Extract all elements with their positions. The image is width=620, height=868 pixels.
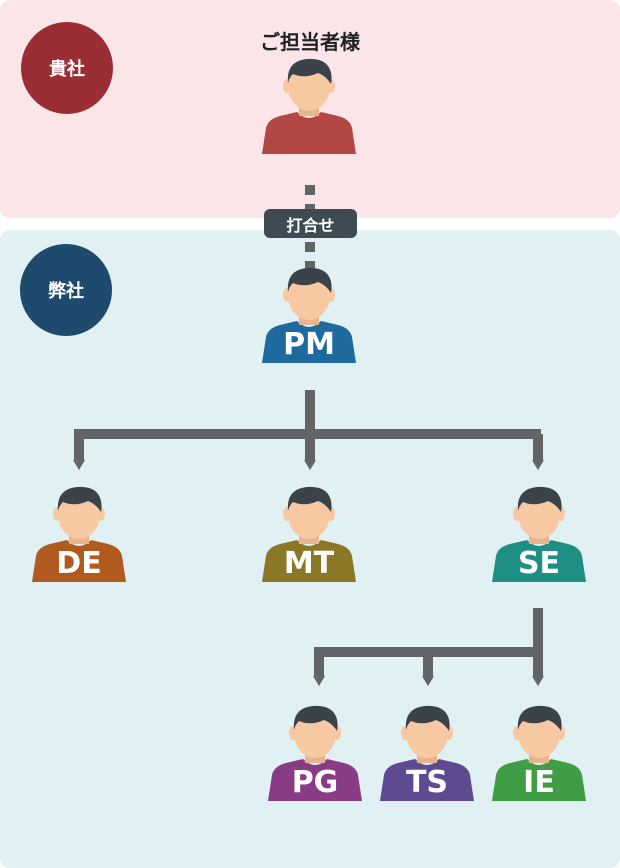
de-arrow [73,460,85,470]
person-pm: PM [262,265,356,363]
ie-arrow [532,676,544,686]
person-de: DE [32,484,126,582]
person-se: SE [492,484,586,582]
client-person-icon [262,56,356,154]
client-badge: 貴社 [21,22,113,114]
person-ts: TS [380,703,474,801]
person-pg: PG [268,703,362,801]
person-pm-label: PM [283,327,335,362]
meeting-label: 打合せ [264,209,357,238]
pg-arrow [313,676,325,686]
person-ie-label: IE [523,765,555,800]
our-company-badge: 弊社 [20,244,112,336]
client-title: ご担当者様 [260,30,360,54]
ts-arrow [422,676,434,686]
se-arrow [532,460,544,470]
person-de-label: DE [56,546,102,581]
person-pg-label: PG [291,765,339,800]
person-mt-label: MT [283,546,335,581]
person-mt: MT [262,484,356,582]
person-se-label: SE [517,546,561,581]
mt-arrow [304,460,316,470]
person-ie: IE [492,703,586,801]
person-ts-label: TS [405,765,449,800]
